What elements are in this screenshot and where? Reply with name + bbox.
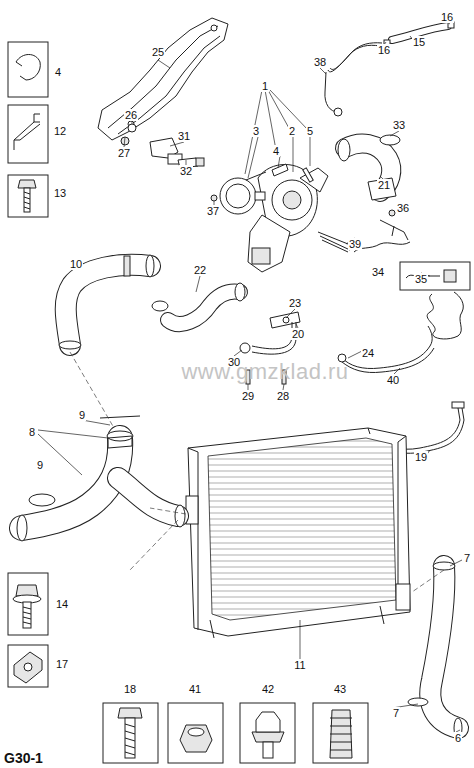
bolt bbox=[318, 232, 348, 244]
callout-number: 16 bbox=[440, 11, 454, 23]
callout-number: 41 bbox=[188, 683, 202, 695]
callout-number: 2 bbox=[288, 125, 296, 137]
callout-number: 38 bbox=[313, 56, 327, 68]
callout-number: 16 bbox=[377, 44, 391, 56]
callout-number: 1 bbox=[261, 80, 269, 92]
intake-hose bbox=[59, 255, 154, 349]
callout-number: 9 bbox=[36, 459, 44, 471]
callout-number: 26 bbox=[124, 109, 138, 121]
turbocharger bbox=[211, 164, 350, 272]
callout-number: 34 bbox=[371, 266, 385, 278]
washer bbox=[128, 124, 136, 132]
callout-number: 7 bbox=[392, 707, 400, 719]
callout-number: 15 bbox=[412, 36, 426, 48]
callout-number: 17 bbox=[55, 658, 69, 670]
callout-number: 21 bbox=[377, 179, 391, 191]
air-intake-pipe bbox=[338, 135, 408, 240]
assembly-line bbox=[70, 352, 444, 592]
callout-number: 36 bbox=[396, 202, 410, 214]
callout-number: 39 bbox=[348, 238, 362, 250]
callout-number: 27 bbox=[117, 147, 131, 159]
watermark: www.gmzklad.ru bbox=[180, 360, 349, 384]
callout-number: 43 bbox=[333, 683, 347, 695]
heat-shield bbox=[98, 18, 228, 140]
callout-number: 7 bbox=[463, 552, 471, 564]
charge-air-hose bbox=[408, 562, 462, 738]
callout-number: 5 bbox=[306, 125, 314, 137]
fastener-boxes bbox=[8, 42, 48, 687]
callout-number: 14 bbox=[55, 598, 69, 610]
callout-number: 28 bbox=[276, 390, 290, 402]
figure-code: G30-1 bbox=[4, 750, 43, 766]
callout-number: 29 bbox=[241, 390, 255, 402]
callout-number: 32 bbox=[179, 165, 193, 177]
callout-number: 3 bbox=[252, 125, 260, 137]
callout-number: 22 bbox=[193, 264, 207, 276]
callout-number: 4 bbox=[272, 145, 280, 157]
callout-number: 25 bbox=[151, 46, 165, 58]
callout-number: 35 bbox=[414, 273, 428, 285]
callout-number: 31 bbox=[177, 130, 191, 142]
callout-number: 42 bbox=[261, 683, 275, 695]
callout-number: 18 bbox=[123, 683, 137, 695]
callout-number: 13 bbox=[53, 187, 67, 199]
callout-number: 6 bbox=[454, 732, 462, 744]
callout-number: 23 bbox=[288, 297, 302, 309]
callout-number: 8 bbox=[28, 426, 36, 438]
callout-number: 37 bbox=[206, 205, 220, 217]
charge-air-hose bbox=[17, 416, 185, 541]
turbo-outlet-pipe bbox=[152, 283, 245, 324]
callout-number: 9 bbox=[78, 409, 86, 421]
callout-number: 4 bbox=[54, 66, 62, 78]
oil-pipe bbox=[325, 22, 454, 116]
callout-number: 12 bbox=[53, 125, 67, 137]
fastener-boxes bbox=[103, 703, 368, 763]
callout-number: 24 bbox=[361, 347, 375, 359]
intercooler bbox=[186, 428, 410, 638]
callout-number: 40 bbox=[386, 374, 400, 386]
callout-number: 19 bbox=[414, 451, 428, 463]
callout-number: 11 bbox=[293, 659, 306, 671]
callout-number: 10 bbox=[69, 258, 83, 270]
vacuum-hose bbox=[354, 242, 470, 339]
sensor bbox=[150, 138, 204, 168]
callout-number: 33 bbox=[392, 119, 406, 131]
oil-feed-pipe bbox=[338, 326, 434, 373]
callout-number: 20 bbox=[291, 328, 305, 340]
